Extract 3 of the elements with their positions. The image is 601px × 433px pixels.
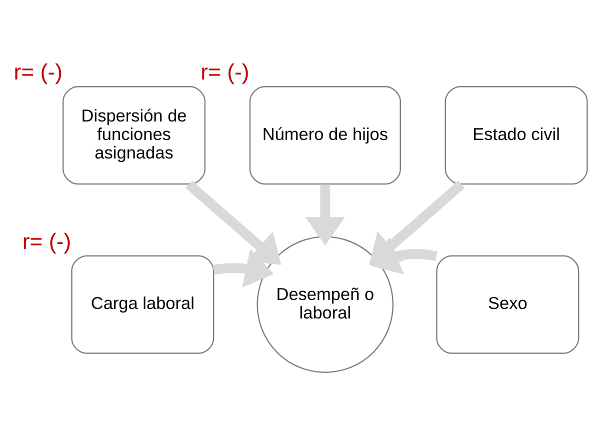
node-label: r= (-) [14, 59, 62, 84]
node-label: r= (-) [22, 228, 72, 254]
node-label: r= (-) [200, 59, 250, 84]
